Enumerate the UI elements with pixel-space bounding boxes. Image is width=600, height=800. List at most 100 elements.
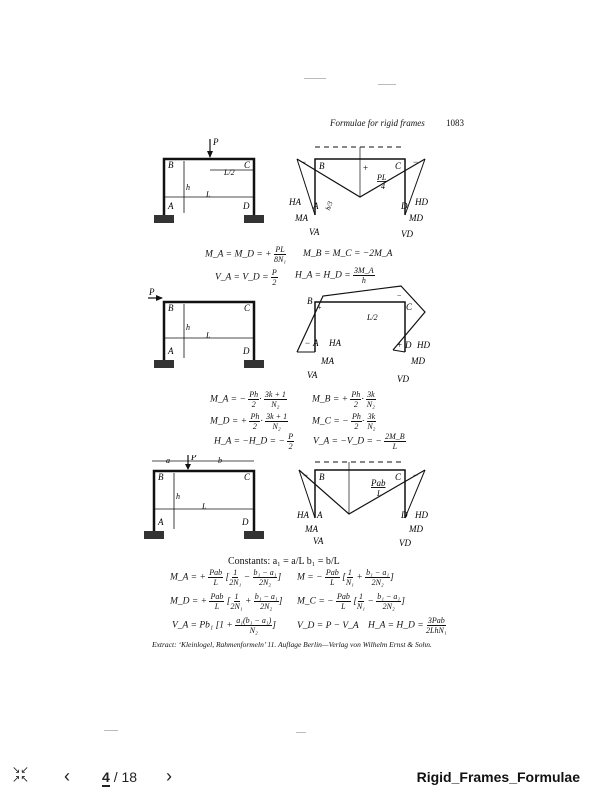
joint-c-label: C (244, 160, 251, 170)
document-page: Formulae for rigid frames 1083 P B C L/2… (104, 78, 464, 733)
svg-text:−: − (413, 470, 418, 480)
svg-text:+: + (397, 340, 402, 350)
svg-text:b: b (218, 456, 222, 465)
svg-text:D: D (400, 510, 408, 520)
scan-mark (304, 78, 326, 79)
svg-text:−: − (301, 157, 306, 167)
svg-text:VA: VA (309, 227, 320, 237)
svg-text:B: B (307, 296, 313, 306)
svg-text:+: + (363, 163, 368, 173)
formula-f3-r3b: V_D = P − V_A (297, 621, 359, 631)
svg-text:VA: VA (307, 370, 318, 380)
svg-text:HD: HD (414, 197, 428, 207)
next-page-button[interactable]: › (166, 766, 172, 786)
svg-text:L: L (376, 489, 382, 498)
svg-text:VD: VD (399, 538, 411, 548)
span-label: L (205, 190, 211, 199)
svg-text:D: D (242, 346, 250, 356)
svg-text:h: h (176, 492, 180, 501)
scan-mark (104, 730, 118, 731)
svg-text:MA: MA (304, 524, 318, 534)
svg-text:−: − (397, 291, 402, 300)
svg-text:4: 4 (381, 182, 385, 191)
previous-page-button[interactable]: ‹ (64, 766, 70, 786)
svg-text:MD: MD (408, 213, 423, 223)
svg-text:A: A (316, 510, 323, 520)
svg-text:h/3: h/3 (324, 200, 335, 212)
joint-b-label: B (168, 160, 174, 170)
svg-text:D: D (404, 340, 412, 350)
svg-text:a: a (166, 456, 170, 465)
svg-text:C: C (395, 472, 402, 482)
svg-text:HA: HA (296, 510, 309, 520)
svg-text:Pab: Pab (370, 478, 386, 488)
frame-1-diagram: P B C L/2 h L A D (154, 137, 264, 223)
svg-text:B: B (158, 472, 164, 482)
load-label: P (212, 137, 219, 147)
svg-text:A: A (167, 346, 174, 356)
svg-text:MD: MD (410, 356, 425, 366)
svg-text:A: A (157, 517, 164, 527)
half-span-label: L/2 (223, 168, 235, 177)
svg-text:HA: HA (328, 338, 341, 348)
svg-text:VD: VD (397, 374, 409, 384)
svg-text:L: L (205, 331, 211, 340)
support-a-label: A (167, 201, 174, 211)
page-header-number: 1083 (446, 118, 464, 128)
svg-text:C: C (406, 302, 413, 312)
formula-f1-l1b: M_B = M_C = −2M_A (303, 249, 393, 259)
svg-text:PL: PL (376, 173, 387, 182)
svg-text:HA: HA (288, 197, 301, 207)
svg-text:VD: VD (401, 229, 413, 239)
svg-text:L/2: L/2 (366, 313, 378, 322)
svg-text:HD: HD (416, 340, 430, 350)
scan-mark (378, 84, 396, 85)
svg-text:D: D (241, 517, 249, 527)
svg-text:MD: MD (408, 524, 423, 534)
frame-3-diagram: a b P B C h L A D (144, 455, 264, 539)
svg-text:B: B (168, 303, 174, 313)
support-d-label: D (242, 201, 250, 211)
svg-text:MA: MA (320, 356, 334, 366)
viewer-toolbar: ↘↙ ↗↖ ‹ 4 / 18 › Rigid_Frames_Formulae (0, 758, 600, 800)
formula-f3-r3a: V_A = Pb₁ [1 + a₁(b₁ − a₁)N₂] (172, 616, 276, 635)
svg-text:MA: MA (294, 213, 308, 223)
total-pages: 18 (121, 769, 138, 785)
height-label: h (186, 183, 190, 192)
svg-text:−: − (305, 338, 310, 348)
svg-text:P: P (190, 455, 197, 462)
page-indicator[interactable]: 4 / 18 (102, 769, 138, 787)
scan-mark (296, 732, 306, 733)
svg-text:B: B (319, 472, 325, 482)
page-separator: / (113, 769, 118, 785)
frame-3-moment-diagram: B C − − Pab L HA A MA VA D HD MD VD (296, 461, 428, 548)
document-name: Rigid_Frames_Formulae (416, 769, 580, 785)
svg-text:+: + (317, 303, 322, 312)
frame-2-diagram: P B C h L A D (148, 288, 264, 368)
expand-icon[interactable]: ↘↙ ↗↖ (12, 765, 29, 785)
svg-text:L: L (201, 502, 207, 511)
svg-text:C: C (395, 161, 402, 171)
svg-text:D: D (400, 201, 408, 211)
svg-text:C: C (244, 303, 251, 313)
svg-text:P: P (148, 288, 155, 297)
frame-1-moment-diagram: B C − − + PL 4 h/3 HA A MA VA D HD MD VD (288, 146, 428, 239)
current-page: 4 (102, 769, 110, 787)
page-header-title: Formulae for rigid frames (330, 118, 425, 128)
svg-text:−: − (413, 157, 418, 167)
svg-text:VA: VA (313, 536, 324, 546)
svg-text:C: C (244, 472, 251, 482)
svg-text:A: A (312, 338, 319, 348)
